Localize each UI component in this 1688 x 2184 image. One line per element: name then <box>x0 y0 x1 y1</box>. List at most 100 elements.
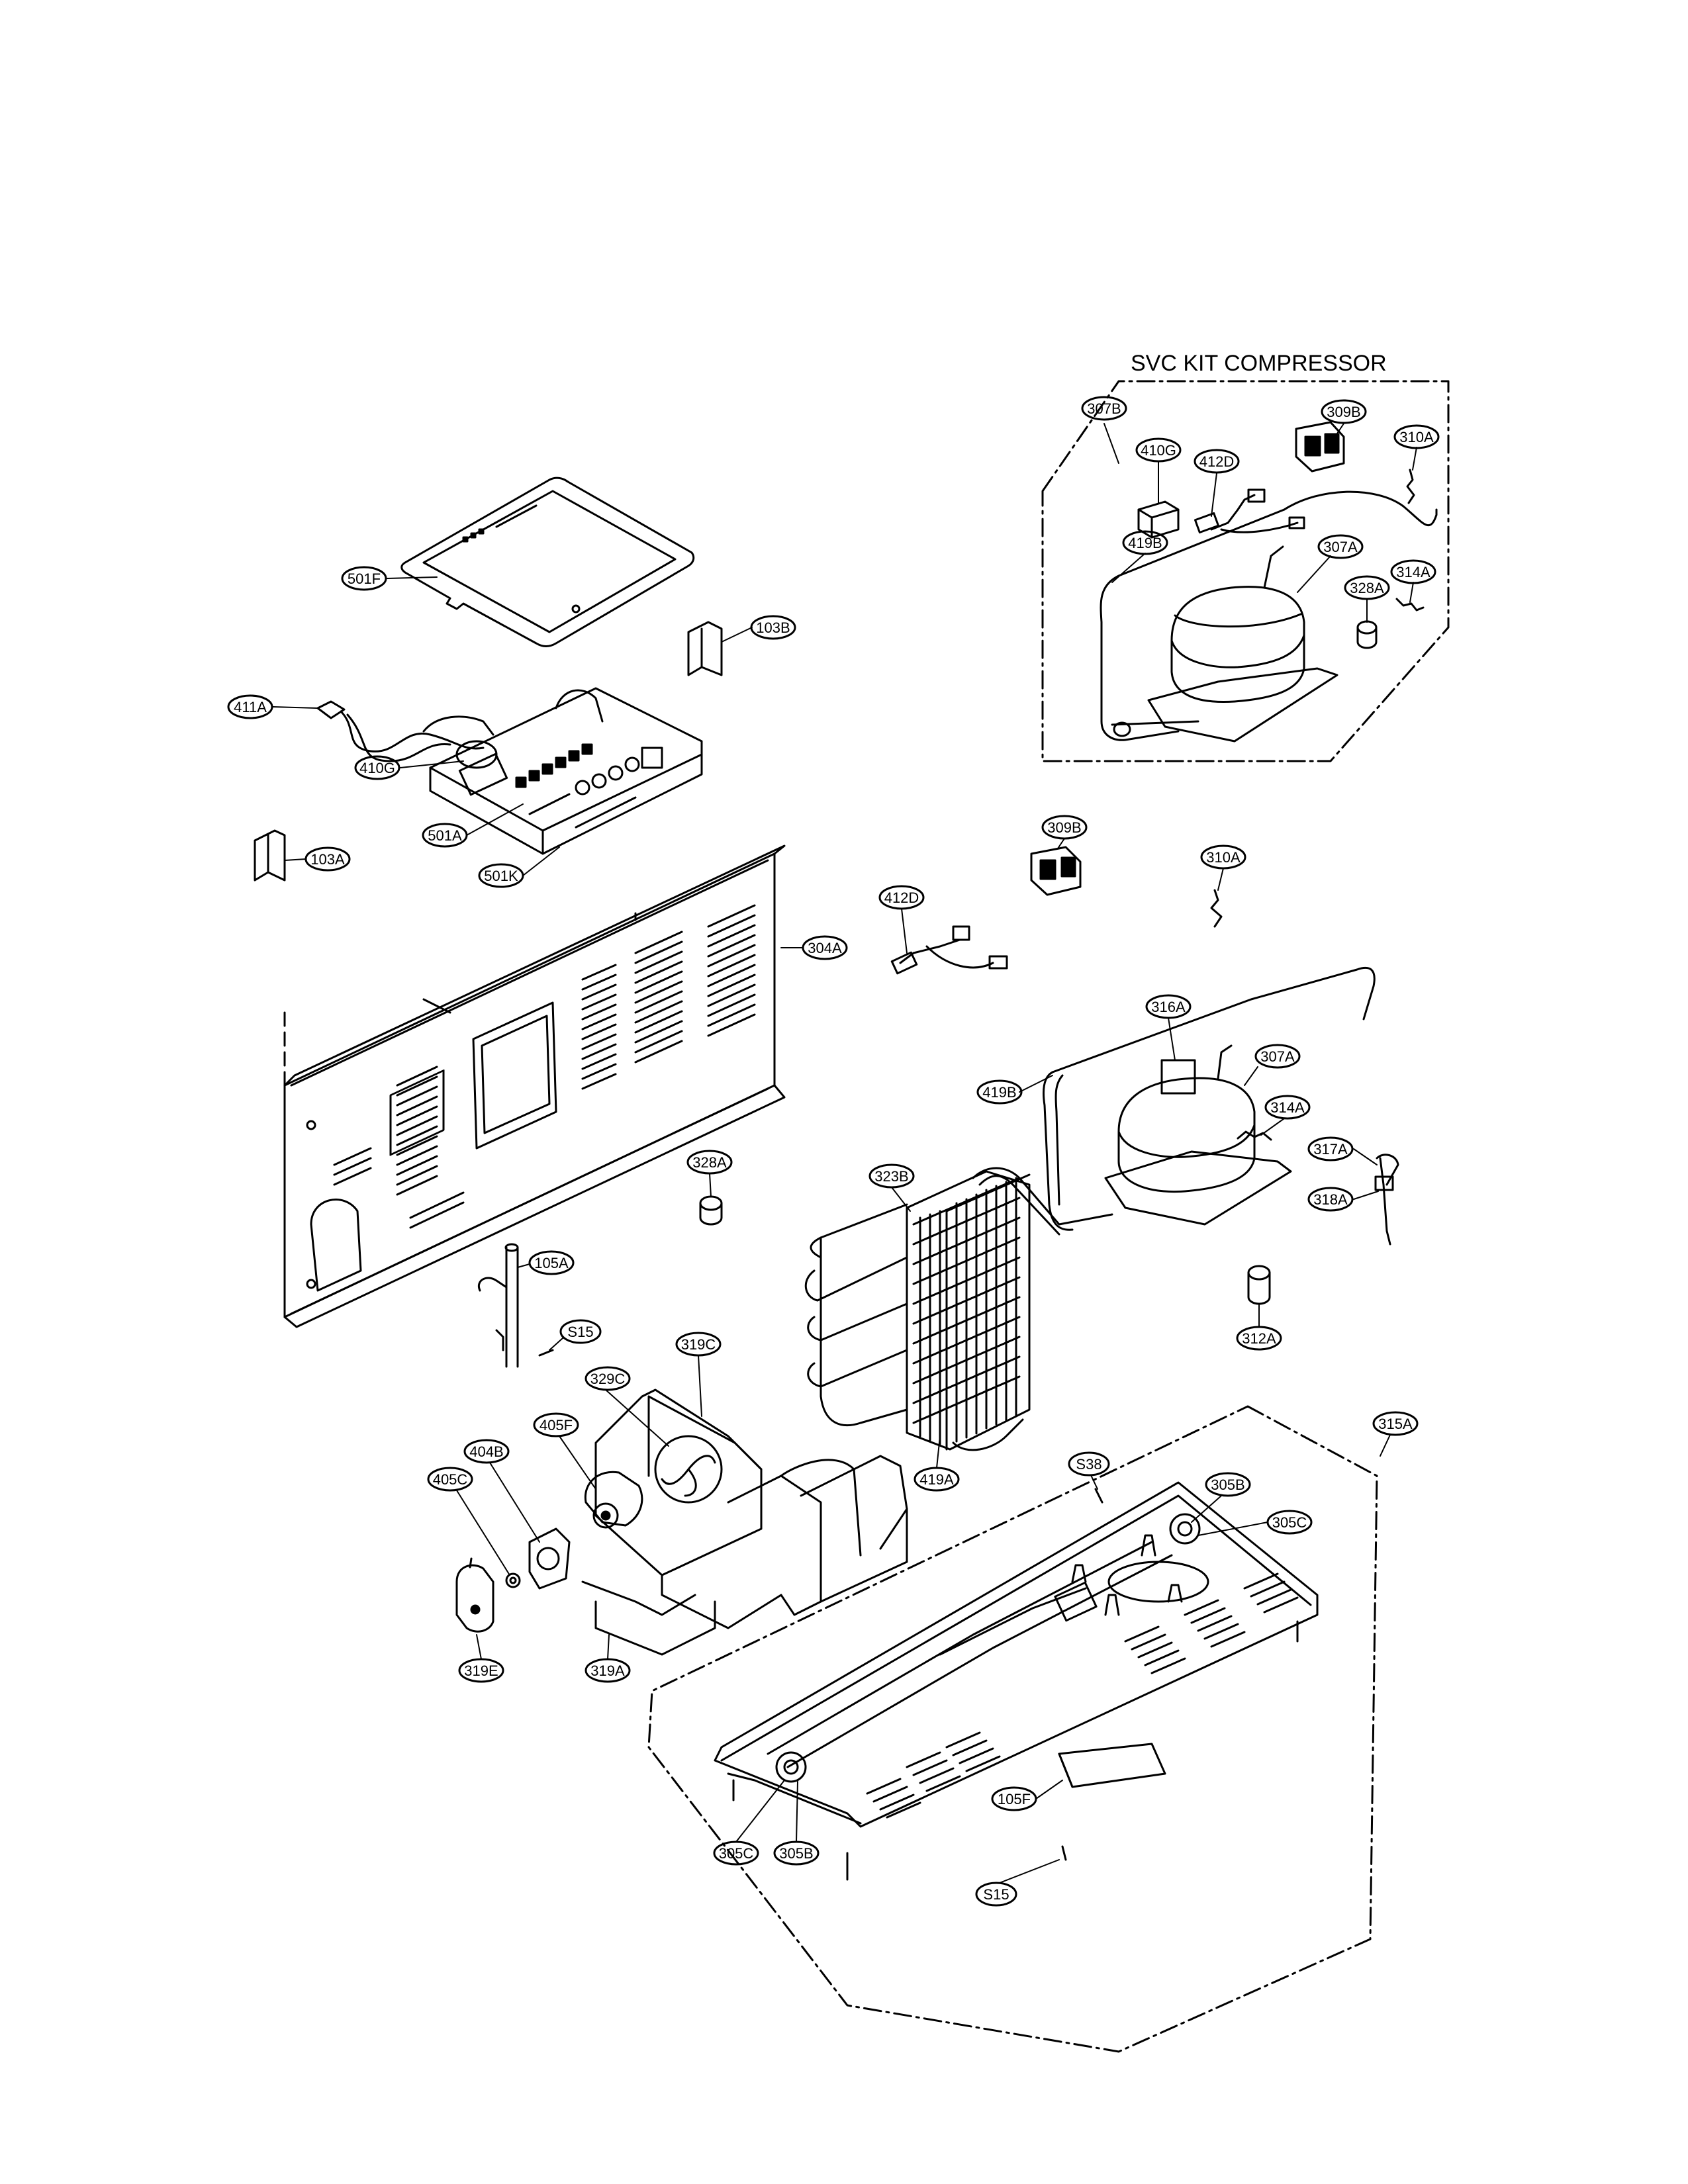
callout-501k: 501K <box>478 846 560 888</box>
svg-text:410G: 410G <box>1141 442 1176 459</box>
condenser-323b <box>804 1170 1031 1451</box>
callout-411a: 411A <box>227 694 318 719</box>
kit-relay-309b <box>1295 421 1345 473</box>
compressor-307a <box>1104 1044 1292 1226</box>
callout-329c: 329C <box>585 1366 669 1447</box>
kit-grommet-328a <box>1356 620 1378 649</box>
bracket-103a <box>254 829 286 882</box>
callout-404b: 404B <box>463 1439 540 1543</box>
svg-text:312A: 312A <box>1242 1330 1276 1347</box>
svg-text:317A: 317A <box>1313 1141 1348 1158</box>
base-pan-315a <box>714 1481 1319 1828</box>
kit-title: SVC KIT COMPRESSOR <box>1131 351 1387 376</box>
callout-501f: 501F <box>341 566 438 591</box>
compressor-label-316a <box>1160 1059 1196 1095</box>
svg-text:310A: 310A <box>1206 849 1241 866</box>
callout-kit-309b: 309B <box>1321 399 1367 434</box>
callout-304a: 304A <box>780 935 848 960</box>
svg-text:305C: 305C <box>719 1845 754 1862</box>
svg-text:S15: S15 <box>983 1886 1009 1903</box>
callout-103a: 103A <box>284 846 351 872</box>
svg-text:404B: 404B <box>469 1443 503 1460</box>
washer-405c <box>505 1572 521 1588</box>
callout-309b: 309B <box>1041 815 1088 849</box>
svg-text:S38: S38 <box>1076 1456 1102 1473</box>
callout-305b: 305B <box>1191 1472 1251 1523</box>
svg-text:318A: 318A <box>1313 1191 1348 1208</box>
callout-501a: 501A <box>422 803 524 848</box>
callout-kit-307a: 307A <box>1297 534 1364 593</box>
drain-tube-105a <box>477 1243 519 1368</box>
callout-kit-412d: 412D <box>1194 449 1240 517</box>
callout-kit-314a: 314A <box>1390 559 1436 603</box>
callout-kit-310a: 310A <box>1393 424 1440 471</box>
callout-305c-b: 305C <box>713 1780 785 1866</box>
callout-s38: S38 <box>1068 1451 1110 1490</box>
svg-text:419B: 419B <box>1128 535 1162 551</box>
grommet-312a <box>1247 1265 1271 1305</box>
svg-text:319C: 319C <box>681 1336 716 1353</box>
svg-text:105A: 105A <box>534 1255 569 1271</box>
svg-text:103A: 103A <box>310 851 345 868</box>
svg-text:405F: 405F <box>539 1417 573 1433</box>
power-cord-411a <box>316 700 494 762</box>
svg-text:307A: 307A <box>1323 539 1358 555</box>
callout-kit-419b: 419B <box>1111 530 1168 583</box>
callout-405c: 405C <box>427 1467 510 1576</box>
svg-text:319A: 319A <box>590 1662 625 1679</box>
clip-310a <box>1210 889 1223 928</box>
pcb-assembly-501a <box>429 687 703 855</box>
svg-text:323B: 323B <box>874 1168 908 1185</box>
svg-text:310A: 310A <box>1399 429 1434 445</box>
fan-bracket-319a <box>581 1455 908 1656</box>
svg-text:315A: 315A <box>1378 1416 1413 1432</box>
callout-s15: S15 <box>549 1319 602 1351</box>
callout-319a: 319A <box>585 1634 631 1683</box>
rear-panel-304a <box>283 844 786 1328</box>
svg-text:105F: 105F <box>998 1791 1031 1807</box>
kit-wire-harness-412d <box>1194 488 1305 534</box>
callout-315a: 315A <box>1372 1411 1419 1457</box>
relay-309b <box>1030 846 1082 896</box>
svg-text:307A: 307A <box>1260 1048 1295 1065</box>
svg-text:501A: 501A <box>428 827 462 844</box>
wire-harness-412d <box>890 925 1008 975</box>
svg-text:501K: 501K <box>484 868 518 884</box>
caster-305c <box>775 1751 807 1783</box>
svg-text:309B: 309B <box>1327 404 1360 420</box>
kit-clip-310a <box>1406 469 1415 504</box>
kit-tube-419b <box>1100 490 1438 741</box>
svg-text:314A: 314A <box>1270 1099 1305 1116</box>
duct-105f <box>1058 1743 1166 1788</box>
callout-410g: 410G <box>354 755 464 780</box>
callout-s15-b: S15 <box>975 1859 1060 1907</box>
callout-319c: 319C <box>675 1332 722 1417</box>
svg-text:412D: 412D <box>1199 453 1235 470</box>
callouts: 307B 309B 310A 410G 412D 419B 307A 314A … <box>227 396 1440 1907</box>
callout-105f: 105F <box>991 1780 1063 1811</box>
svg-text:419B: 419B <box>982 1084 1016 1101</box>
svg-text:501F: 501F <box>348 570 381 587</box>
callout-319e: 319E <box>458 1634 504 1683</box>
callout-305b-b: 305B <box>773 1781 820 1866</box>
svg-text:304A: 304A <box>808 940 842 956</box>
callout-405f: 405F <box>533 1412 596 1490</box>
fan-shroud-319c <box>594 1388 763 1576</box>
svg-text:305C: 305C <box>1272 1514 1307 1531</box>
access-hatch <box>472 1001 557 1150</box>
callout-305c: 305C <box>1197 1510 1313 1536</box>
callout-314a: 314A <box>1260 1095 1311 1136</box>
panel-screw <box>422 998 451 1014</box>
callout-328a: 328A <box>686 1150 733 1197</box>
callout-419a: 419A <box>914 1435 960 1492</box>
svg-text:411A: 411A <box>234 699 267 715</box>
callout-323b: 323B <box>868 1163 915 1212</box>
svg-text:412D: 412D <box>884 889 919 906</box>
thermal-protector-317a <box>1374 1154 1399 1246</box>
callout-103b: 103B <box>721 615 796 643</box>
base-pan-boundary <box>647 1405 1378 2053</box>
screw-s15 <box>538 1349 554 1357</box>
callout-310a: 310A <box>1200 844 1246 891</box>
svg-text:305B: 305B <box>779 1845 813 1862</box>
